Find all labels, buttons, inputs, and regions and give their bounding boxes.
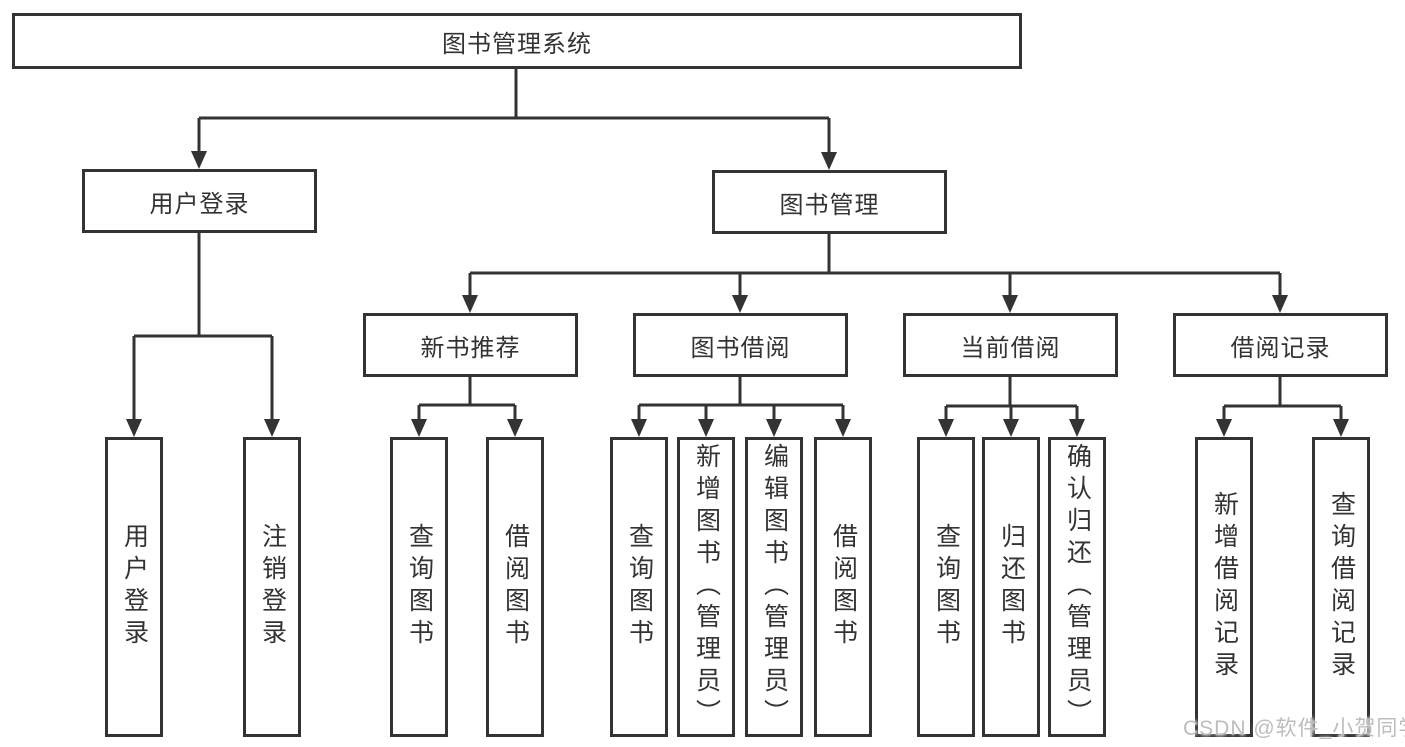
node-user-login: 用户登录 (82, 169, 317, 233)
leaf-user-login: 用户登录 (105, 437, 163, 737)
leaf-bb-borrow-books: 借阅图书 (814, 437, 872, 737)
leaf-nbr-query-books: 查询图书 (390, 437, 448, 737)
node-new-book-recommend: 新书推荐 (363, 313, 578, 377)
leaf-br-add-record: 新增借阅记录 (1195, 437, 1253, 737)
leaf-cb-confirm-return-admin: 确认归还（管理员） (1048, 437, 1106, 737)
watermark: CSDN @软件_小贺同学 (1183, 717, 1405, 740)
leaf-bb-query-books: 查询图书 (610, 437, 668, 737)
arrowhead-icon (821, 152, 837, 170)
arrowhead-icon (1333, 419, 1349, 437)
arrowhead-icon (1003, 419, 1019, 437)
arrowhead-icon (766, 419, 782, 437)
arrowhead-icon (264, 419, 280, 437)
arrowhead-icon (126, 419, 142, 437)
node-book-management: 图书管理 (712, 170, 947, 234)
node-current-borrow: 当前借阅 (903, 313, 1118, 377)
arrowhead-icon (938, 419, 954, 437)
arrowhead-icon (1216, 419, 1232, 437)
arrowhead-icon (411, 419, 427, 437)
arrowhead-icon (507, 419, 523, 437)
arrowhead-icon (835, 419, 851, 437)
leaf-br-query-record: 查询借阅记录 (1312, 437, 1370, 737)
node-book-borrow: 图书借阅 (633, 313, 848, 377)
arrowhead-icon (1002, 295, 1018, 313)
arrowhead-icon (1069, 419, 1085, 437)
node-root-title: 图书管理系统 (12, 13, 1022, 69)
arrowhead-icon (698, 419, 714, 437)
arrowhead-icon (1272, 295, 1288, 313)
leaf-cb-return-books: 归还图书 (982, 437, 1040, 737)
leaf-bb-edit-books-admin: 编辑图书（管理员） (745, 437, 803, 737)
node-borrow-records: 借阅记录 (1173, 313, 1388, 377)
arrowhead-icon (462, 295, 478, 313)
leaf-bb-add-books-admin: 新增图书（管理员） (677, 437, 735, 737)
arrowhead-icon (631, 419, 647, 437)
leaf-nbr-borrow-books: 借阅图书 (486, 437, 544, 737)
arrowhead-icon (732, 295, 748, 313)
leaf-user-logout: 注销登录 (243, 437, 301, 737)
leaf-cb-query-books: 查询图书 (917, 437, 975, 737)
arrowhead-icon (191, 151, 207, 169)
